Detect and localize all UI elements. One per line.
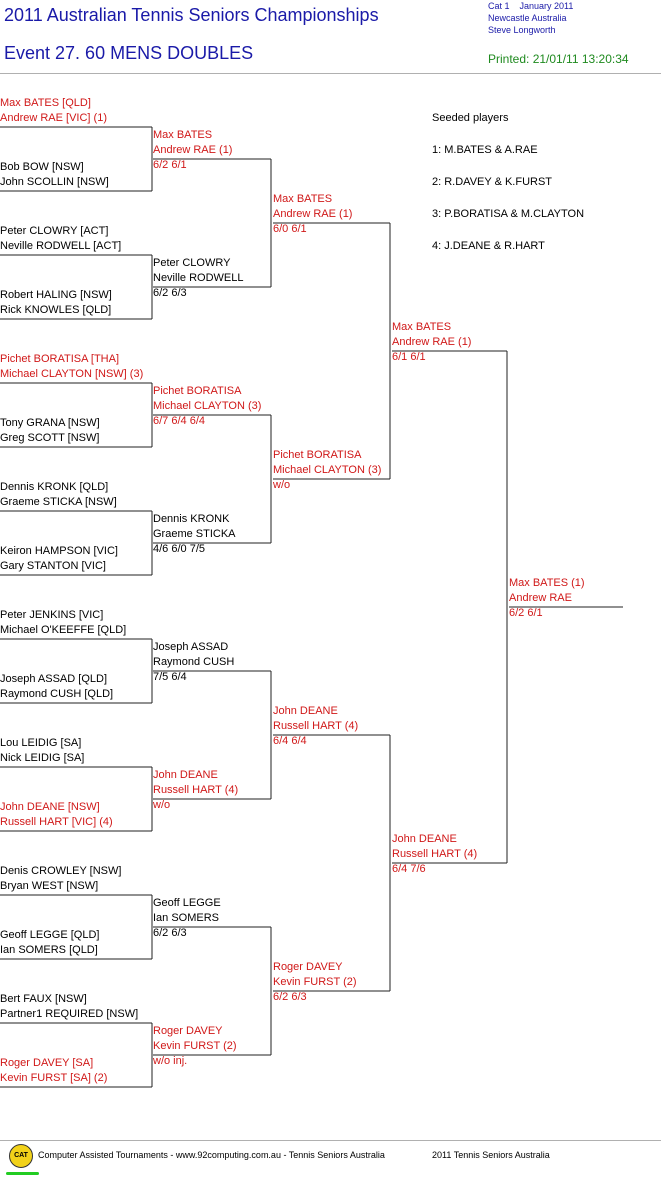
seed-item: 2: R.DAVEY & K.FURST (432, 176, 553, 188)
player-name: Raymond CUSH [QLD] (0, 688, 114, 700)
player-name: Gary STANTON [VIC] (0, 560, 106, 572)
player-name: Andrew RAE (1) (273, 208, 353, 220)
match-score: 6/2 6/3 (153, 287, 187, 299)
match-score: 6/2 6/3 (153, 927, 187, 939)
player-name: Joseph ASSAD (153, 641, 229, 653)
player-name: Denis CROWLEY [NSW] (0, 865, 122, 877)
referee: Steve Longworth (488, 25, 556, 35)
player-name: Robert HALING [NSW] (0, 289, 112, 301)
player-name: Geoff LEGGE [QLD] (0, 929, 100, 941)
player-name: Ian SOMERS (153, 912, 220, 924)
player-name: Michael CLAYTON [NSW] (3) (0, 368, 144, 380)
page-title: 2011 Australian Tennis Seniors Champions… (4, 5, 379, 25)
player-name: John DEANE [NSW] (0, 801, 100, 813)
player-name: Bob BOW [NSW] (0, 161, 84, 173)
seeded-players-title: Seeded players (432, 112, 509, 124)
player-name: Nick LEIDIG [SA] (0, 752, 85, 764)
player-name: Graeme STICKA (153, 528, 236, 540)
match-score: 6/7 6/4 6/4 (153, 415, 205, 427)
player-name: Max BATES [QLD] (0, 97, 91, 109)
player-name: Russell HART [VIC] (4) (0, 816, 113, 828)
match-score: 4/6 6/0 7/5 (153, 543, 205, 555)
printed-timestamp: Printed: 21/01/11 13:20:34 (488, 52, 629, 66)
player-name: Peter CLOWRY (153, 257, 231, 269)
player-name: Neville RODWELL (153, 272, 244, 284)
event-title: Event 27. 60 MENS DOUBLES (4, 43, 254, 63)
match-score: 6/2 6/1 (509, 607, 543, 619)
player-name: John DEANE (153, 769, 218, 781)
player-name: Max BATES (153, 129, 213, 141)
player-name: Graeme STICKA [NSW] (0, 496, 117, 508)
location: Newcastle Australia (488, 13, 567, 23)
match-score: 6/1 6/1 (392, 351, 426, 363)
logo-underline (6, 1172, 39, 1175)
player-name: Michael CLAYTON (3) (153, 400, 262, 412)
seed-item: 3: P.BORATISA & M.CLAYTON (432, 208, 585, 220)
footer-divider (0, 1140, 661, 1141)
player-name: Dennis KRONK [QLD] (0, 481, 109, 493)
player-name: Greg SCOTT [NSW] (0, 432, 100, 444)
match-score: 7/5 6/4 (153, 671, 187, 683)
seed-item: 4: J.DEANE & R.HART (432, 240, 545, 252)
player-name: Dennis KRONK (153, 513, 230, 525)
player-name: Roger DAVEY (273, 961, 343, 973)
player-name: Geoff LEGGE (153, 897, 221, 909)
match-score: w/o (273, 479, 291, 491)
player-name: Russell HART (4) (392, 848, 478, 860)
footer-copyright: 2011 Tennis Seniors Australia (432, 1150, 550, 1160)
player-name: Pichet BORATISA (273, 449, 362, 461)
player-name: Andrew RAE (509, 592, 572, 604)
player-name: Max BATES (1) (509, 577, 585, 589)
player-name: Kevin FURST (2) (273, 976, 357, 988)
player-name: Roger DAVEY [SA] (0, 1057, 94, 1069)
player-name: John DEANE (392, 833, 457, 845)
player-name: Max BATES (392, 321, 452, 333)
player-name: John SCOLLIN [NSW] (0, 176, 109, 188)
header-divider (0, 73, 661, 74)
match-score: 6/0 6/1 (273, 223, 307, 235)
cat-logo-icon: CAT (9, 1144, 33, 1168)
player-name: Michael O'KEEFFE [QLD] (0, 624, 127, 636)
player-name: John DEANE (273, 705, 338, 717)
player-name: Andrew RAE [VIC] (1) (0, 112, 107, 124)
player-name: Peter CLOWRY [ACT] (0, 225, 109, 237)
player-name: Tony GRANA [NSW] (0, 417, 100, 429)
player-name: Ian SOMERS [QLD] (0, 944, 98, 956)
player-name: Rick KNOWLES [QLD] (0, 304, 112, 316)
match-score: 6/4 7/6 (392, 863, 426, 875)
match-score: w/o inj. (153, 1055, 188, 1067)
player-name: Michael CLAYTON (3) (273, 464, 382, 476)
match-score: 6/2 6/3 (273, 991, 307, 1003)
player-name: Lou LEIDIG [SA] (0, 737, 82, 749)
match-score: w/o (153, 799, 171, 811)
match-score: 6/4 6/4 (273, 735, 307, 747)
player-name: Pichet BORATISA [THA] (0, 353, 119, 365)
player-name: Kevin FURST (2) (153, 1040, 237, 1052)
player-name: Peter JENKINS [VIC] (0, 609, 104, 621)
player-name: Partner1 REQUIRED [NSW] (0, 1008, 139, 1020)
player-name: Bryan WEST [NSW] (0, 880, 99, 892)
seed-item: 1: M.BATES & A.RAE (432, 144, 538, 156)
player-name: Bert FAUX [NSW] (0, 993, 87, 1005)
player-name: Keiron HAMPSON [VIC] (0, 545, 118, 557)
footer-credit: Computer Assisted Tournaments - www.92co… (38, 1150, 385, 1160)
player-name: Joseph ASSAD [QLD] (0, 673, 107, 685)
player-name: Raymond CUSH (153, 656, 235, 668)
player-name: Roger DAVEY (153, 1025, 223, 1037)
player-name: Russell HART (4) (273, 720, 359, 732)
match-score: 6/2 6/1 (153, 159, 187, 171)
player-name: Max BATES (273, 193, 333, 205)
player-name: Pichet BORATISA (153, 385, 242, 397)
category: Cat 1 January 2011 (488, 1, 574, 11)
player-name: Kevin FURST [SA] (2) (0, 1072, 108, 1084)
player-name: Andrew RAE (1) (153, 144, 233, 156)
player-name: Russell HART (4) (153, 784, 239, 796)
player-name: Neville RODWELL [ACT] (0, 240, 122, 252)
player-name: Andrew RAE (1) (392, 336, 472, 348)
